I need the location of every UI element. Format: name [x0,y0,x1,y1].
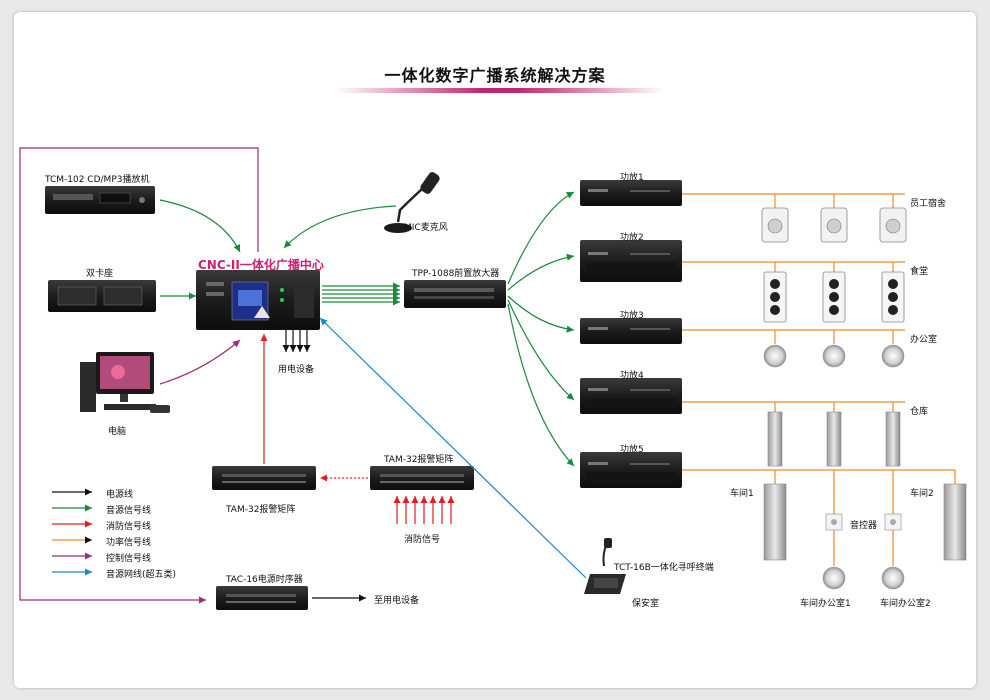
amplifier-3-device [580,318,682,344]
legend-audio-label: 音源信号线 [106,506,152,516]
legend-control-label: 控制信号线 [106,554,152,564]
alarm-matrix-right-label: TAM-32报警矩阵 [384,455,454,465]
mic-label: MIC麦克风 [404,223,448,233]
cassette-label: 双卡座 [86,269,114,279]
center-power-label: 用电设备 [278,365,315,375]
center-title: CNC-II一体化广播中心 [198,258,324,272]
computer-device [80,352,170,413]
cd-player-device [45,186,155,214]
amplifier-2-device [580,240,682,282]
power-signal-lines [682,193,956,566]
canteen-speakers [763,271,905,323]
legend-network-label: 音源网线(超五类) [106,570,177,580]
cd-player-label: TCM-102 CD/MP3播放机 [45,175,150,185]
title-underline [335,88,665,93]
amplifier-2-label: 功放2 [620,233,644,243]
network-audio-line [319,317,587,579]
preamp-amp1-line [507,191,575,285]
security-room-label: 保安室 [632,599,660,609]
preamp-device [404,280,506,308]
sequencer-label: TAC-16电源时序器 [226,575,303,585]
amplifier-1-device [580,180,682,206]
mic-audio-line [283,205,397,249]
page-title: 一体化数字广播系统解决方案 [384,66,606,85]
amplifier-3-label: 功放3 [620,311,644,321]
cd-audio-line [159,199,241,253]
preamp-amp4-line [507,299,575,401]
paging-terminal-device [584,538,626,594]
amplifier-5-device [580,452,682,488]
zone-dorm-label: 员工宿舍 [910,199,947,209]
preamp-amp3-line [507,295,575,333]
volume-controller-label: 音控器 [850,521,878,531]
office-speakers [763,344,905,368]
legend-fire-label: 消防信号线 [106,522,152,532]
zone-workshop2-label: 车间2 [910,489,934,499]
zone-workshop1-label: 车间1 [730,489,754,499]
amplifier-4-device [580,378,682,414]
workshop-office2-label: 车间办公室2 [880,599,931,609]
dorm-speakers [761,207,907,243]
paging-terminal-label: TCT-16B一体化寻呼终端 [614,563,714,573]
control-signal-line [19,147,259,604]
amplifier-4-label: 功放4 [620,371,644,381]
cassette-deck-device [48,280,156,312]
pc-label: 电脑 [108,427,127,437]
volume-controllers [825,513,902,531]
alarm-matrix-left-device [212,466,316,490]
fire-signal-arrows [393,496,455,524]
workshop-office1-label: 车间办公室1 [800,599,851,609]
center-to-preamp-lines [322,282,400,306]
workshop-office-speakers [822,566,905,590]
sequencer-output-label: 至用电设备 [374,596,420,606]
center-power-arrows [282,330,311,352]
sequencer-device [216,586,308,610]
broadcast-center-device [196,270,320,330]
fire-signal-label: 消防信号 [404,535,441,545]
alarm-matrix-left-label: TAM-32报警矩阵 [226,505,296,515]
legend-swatches [52,488,92,576]
preamp-label: TPP-1088前置放大器 [412,269,500,279]
microphone-device [384,172,440,233]
warehouse-speakers [767,411,901,467]
preamp-amp5-line [507,303,575,467]
workshop-speakers [763,483,967,561]
zone-warehouse-label: 仓库 [910,407,929,417]
zone-canteen-label: 食堂 [910,267,929,277]
amplifier-5-label: 功放5 [620,445,644,455]
legend-amp-power-label: 功率信号线 [106,538,152,548]
preamp-amp2-line [507,253,575,291]
legend-power-label: 电源线 [106,490,134,500]
diagram-card [14,12,976,688]
amplifier-1-label: 功放1 [620,173,644,183]
zone-office-label: 办公室 [910,335,938,345]
pc-control-line [159,339,241,385]
alarm-matrix-right-device [370,466,474,490]
